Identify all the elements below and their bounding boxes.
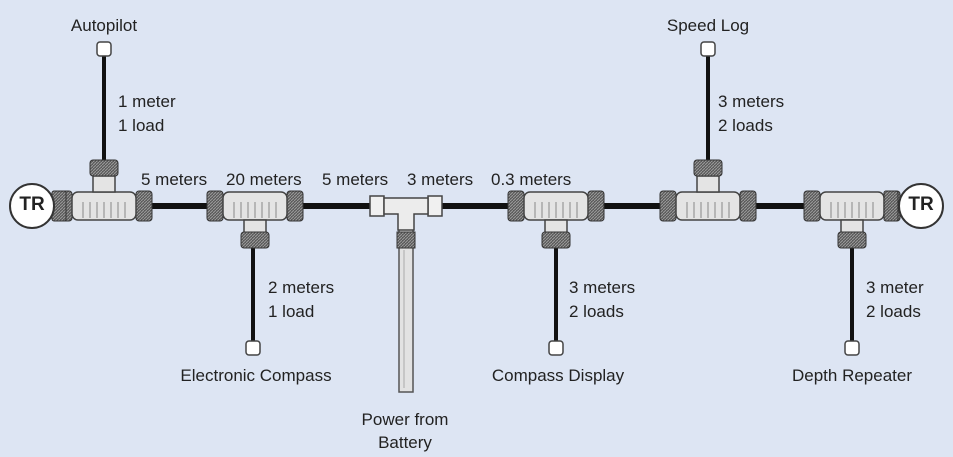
autopilot-plug (96, 41, 112, 57)
speed-log-load: 2 loads (718, 116, 773, 135)
tee-electronic-compass (206, 190, 304, 249)
terminator-right-label: TR (908, 194, 934, 215)
tee-speed-log (659, 159, 757, 222)
depth-repeater-length: 3 meter (866, 278, 924, 297)
electronic-compass-length: 2 meters (268, 278, 335, 297)
electronic-compass-plug (245, 340, 261, 356)
segment-label-1: 5 meters (141, 170, 208, 189)
tee-compass-display (507, 190, 605, 249)
terminator-left (9, 183, 67, 229)
speed-log-drop-spec: 3 meters 2 loads (718, 90, 784, 138)
speed-log-length: 3 meters (718, 92, 785, 111)
power-source-label: Power from Battery (362, 408, 449, 454)
power-line-2: Battery (378, 433, 432, 452)
compass-display-label: Compass Display (491, 366, 625, 385)
tee-depth-repeater (803, 190, 901, 249)
power-cable-gland (396, 231, 416, 249)
segment-label-2: 20 meters (226, 170, 302, 189)
depth-repeater-plug (844, 340, 860, 356)
depth-repeater-label: Depth Repeater (791, 366, 913, 385)
electronic-compass-drop-spec: 2 meters 1 load (268, 276, 334, 324)
speed-log-plug (700, 41, 716, 57)
tee-autopilot (55, 159, 153, 222)
terminator-right (883, 183, 944, 229)
speed-log-label: Speed Log (666, 16, 750, 35)
segment-label-4: 3 meters (407, 170, 474, 189)
depth-repeater-drop-spec: 3 meter 2 loads (866, 276, 924, 324)
segment-label-3: 5 meters (322, 170, 389, 189)
power-line-1: Power from (361, 410, 449, 429)
compass-display-plug (548, 340, 564, 356)
terminator-left-label: TR (19, 194, 45, 215)
autopilot-label: Autopilot (70, 16, 138, 35)
compass-display-drop-spec: 3 meters 2 loads (569, 276, 635, 324)
compass-display-length: 3 meters (569, 278, 636, 297)
autopilot-load: 1 load (118, 116, 165, 135)
depth-repeater-load: 2 loads (866, 302, 921, 321)
electronic-compass-label: Electronic Compass (180, 366, 332, 385)
autopilot-length: 1 meter (118, 92, 176, 111)
power-tee-connector (369, 195, 443, 231)
segment-label-5: 0.3 meters (491, 170, 572, 189)
compass-display-load: 2 loads (569, 302, 624, 321)
electronic-compass-load: 1 load (268, 302, 315, 321)
autopilot-drop-spec: 1 meter 1 load (118, 90, 176, 138)
